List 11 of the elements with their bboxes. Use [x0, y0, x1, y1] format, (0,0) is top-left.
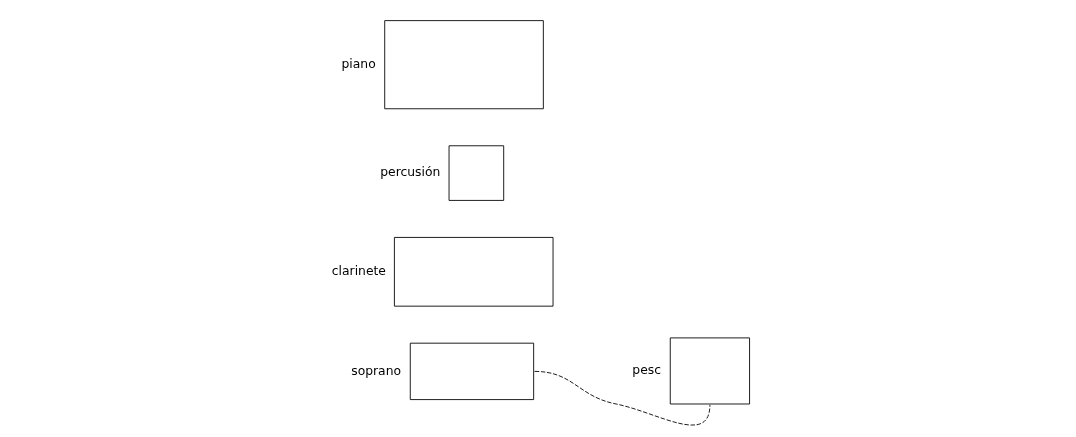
node-label: percusión [379, 165, 440, 180]
node-box [383, 20, 544, 110]
node-label: piano [341, 56, 376, 71]
node-box [669, 337, 750, 405]
node-box [448, 145, 504, 201]
node-label: soprano [350, 363, 401, 378]
connector [533, 370, 710, 426]
node-label: clarinete [331, 264, 386, 279]
node-box [409, 342, 534, 401]
node-box [393, 237, 553, 307]
node-label: pesc [631, 363, 661, 378]
